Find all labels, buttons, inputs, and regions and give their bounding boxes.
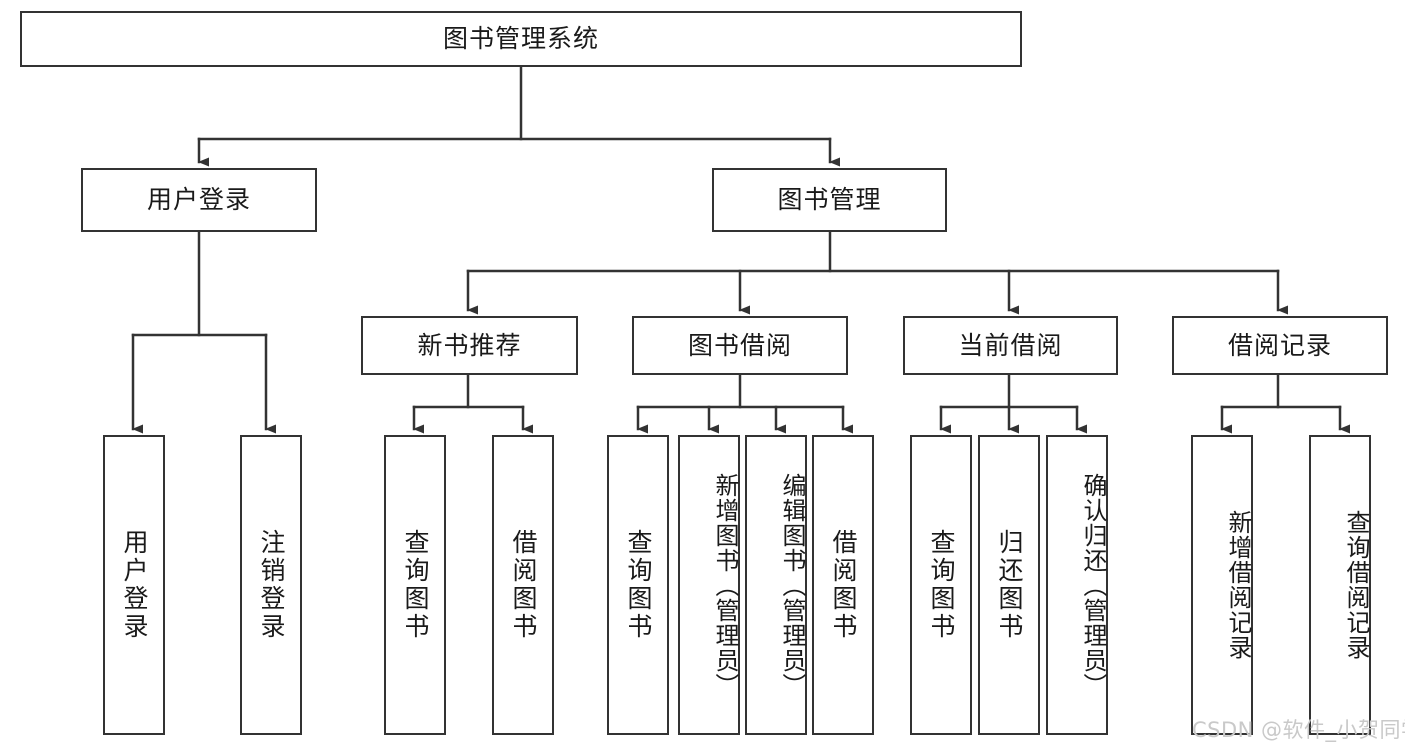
node-root-book-management-system[interactable]: 图书管理系统 [20,11,1022,67]
leaf-user-login-logout[interactable]: 注销登录 [240,435,302,735]
leaf-book-borrow-query-book[interactable]: 查询图书 [607,435,669,735]
leaf-book-borrow-edit-book-admin[interactable]: 编辑图书（管理员） [745,435,807,735]
node-book-borrow[interactable]: 图书借阅 [632,316,848,375]
leaf-borrow-record-query-record[interactable]: 查询借阅记录 [1309,435,1371,735]
node-new-book-recommend[interactable]: 新书推荐 [361,316,578,375]
leaf-book-borrow-add-book-admin[interactable]: 新增图书（管理员） [678,435,740,735]
leaf-borrow-record-add-record[interactable]: 新增借阅记录 [1191,435,1253,735]
leaf-new-book-query-book[interactable]: 查询图书 [384,435,446,735]
leaf-new-book-borrow-book[interactable]: 借阅图书 [492,435,554,735]
node-book-management[interactable]: 图书管理 [712,168,947,232]
csdn-watermark: CSDN @软件_小贺同学 [1192,718,1405,742]
node-user-login[interactable]: 用户登录 [81,168,317,232]
leaf-current-borrow-query-book[interactable]: 查询图书 [910,435,972,735]
leaf-current-borrow-confirm-return-admin[interactable]: 确认归还（管理员） [1046,435,1108,735]
leaf-book-borrow-borrow-book[interactable]: 借阅图书 [812,435,874,735]
node-current-borrow[interactable]: 当前借阅 [903,316,1118,375]
leaf-user-login-login[interactable]: 用户登录 [103,435,165,735]
leaf-current-borrow-return-book[interactable]: 归还图书 [978,435,1040,735]
node-borrow-record[interactable]: 借阅记录 [1172,316,1388,375]
